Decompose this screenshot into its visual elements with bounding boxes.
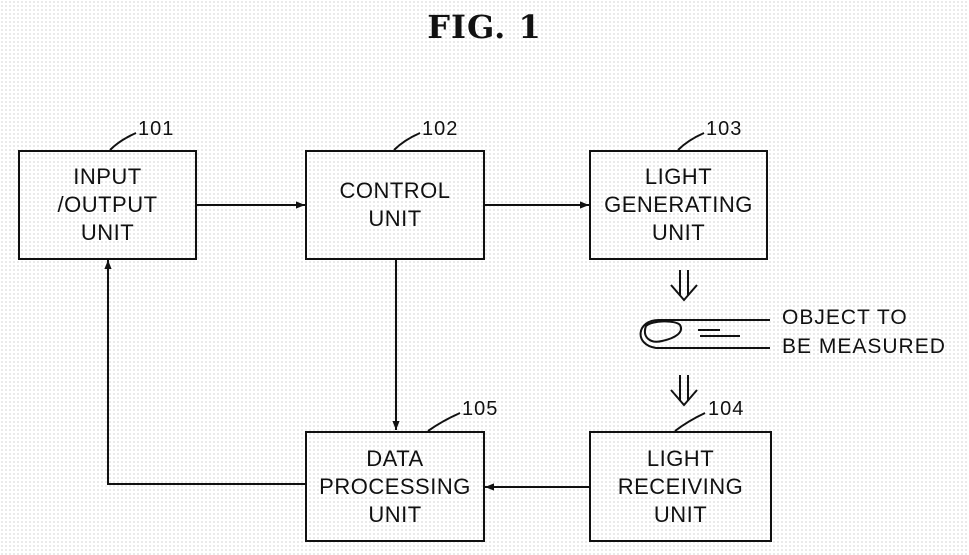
- data-proc-line-3: UNIT: [368, 501, 421, 529]
- light-gen-line-1: LIGHT: [645, 163, 712, 191]
- ref-102: 102: [422, 118, 458, 141]
- data-proc-line-2: PROCESSING: [319, 473, 471, 501]
- light-gen-line-3: UNIT: [652, 219, 705, 247]
- control-unit-block: CONTROL UNIT: [305, 150, 485, 260]
- ref-leader-101: [110, 133, 136, 150]
- ref-leader-103: [678, 133, 704, 150]
- arrow-data-proc-to-io: [108, 260, 307, 484]
- io-line-2: /OUTPUT: [57, 191, 157, 219]
- object-label-line-2: BE MEASURED: [782, 333, 946, 361]
- ref-101: 101: [138, 118, 174, 141]
- data-proc-line-1: DATA: [366, 445, 423, 473]
- io-line-1: INPUT: [73, 163, 142, 191]
- light-generating-unit-block: LIGHT GENERATING UNIT: [589, 150, 768, 260]
- control-line-2: UNIT: [368, 205, 421, 233]
- finger-icon: [641, 320, 770, 348]
- light-path-arrow-bottom: [671, 375, 697, 405]
- io-line-3: UNIT: [81, 219, 134, 247]
- ref-leader-102: [394, 133, 420, 150]
- light-recv-line-3: UNIT: [654, 501, 707, 529]
- ref-103: 103: [706, 118, 742, 141]
- object-label-line-1: OBJECT TO: [782, 304, 908, 332]
- input-output-unit-block: INPUT /OUTPUT UNIT: [18, 150, 197, 260]
- ref-leader-105: [428, 413, 460, 431]
- control-line-1: CONTROL: [339, 177, 450, 205]
- data-processing-unit-block: DATA PROCESSING UNIT: [305, 431, 485, 542]
- ref-105: 105: [462, 398, 498, 421]
- light-gen-line-2: GENERATING: [604, 191, 753, 219]
- light-receiving-unit-block: LIGHT RECEIVING UNIT: [589, 431, 772, 542]
- ref-104: 104: [708, 398, 744, 421]
- light-recv-line-1: LIGHT: [647, 445, 714, 473]
- light-path-arrow-top: [671, 270, 697, 300]
- light-recv-line-2: RECEIVING: [618, 473, 744, 501]
- ref-leader-104: [675, 413, 705, 431]
